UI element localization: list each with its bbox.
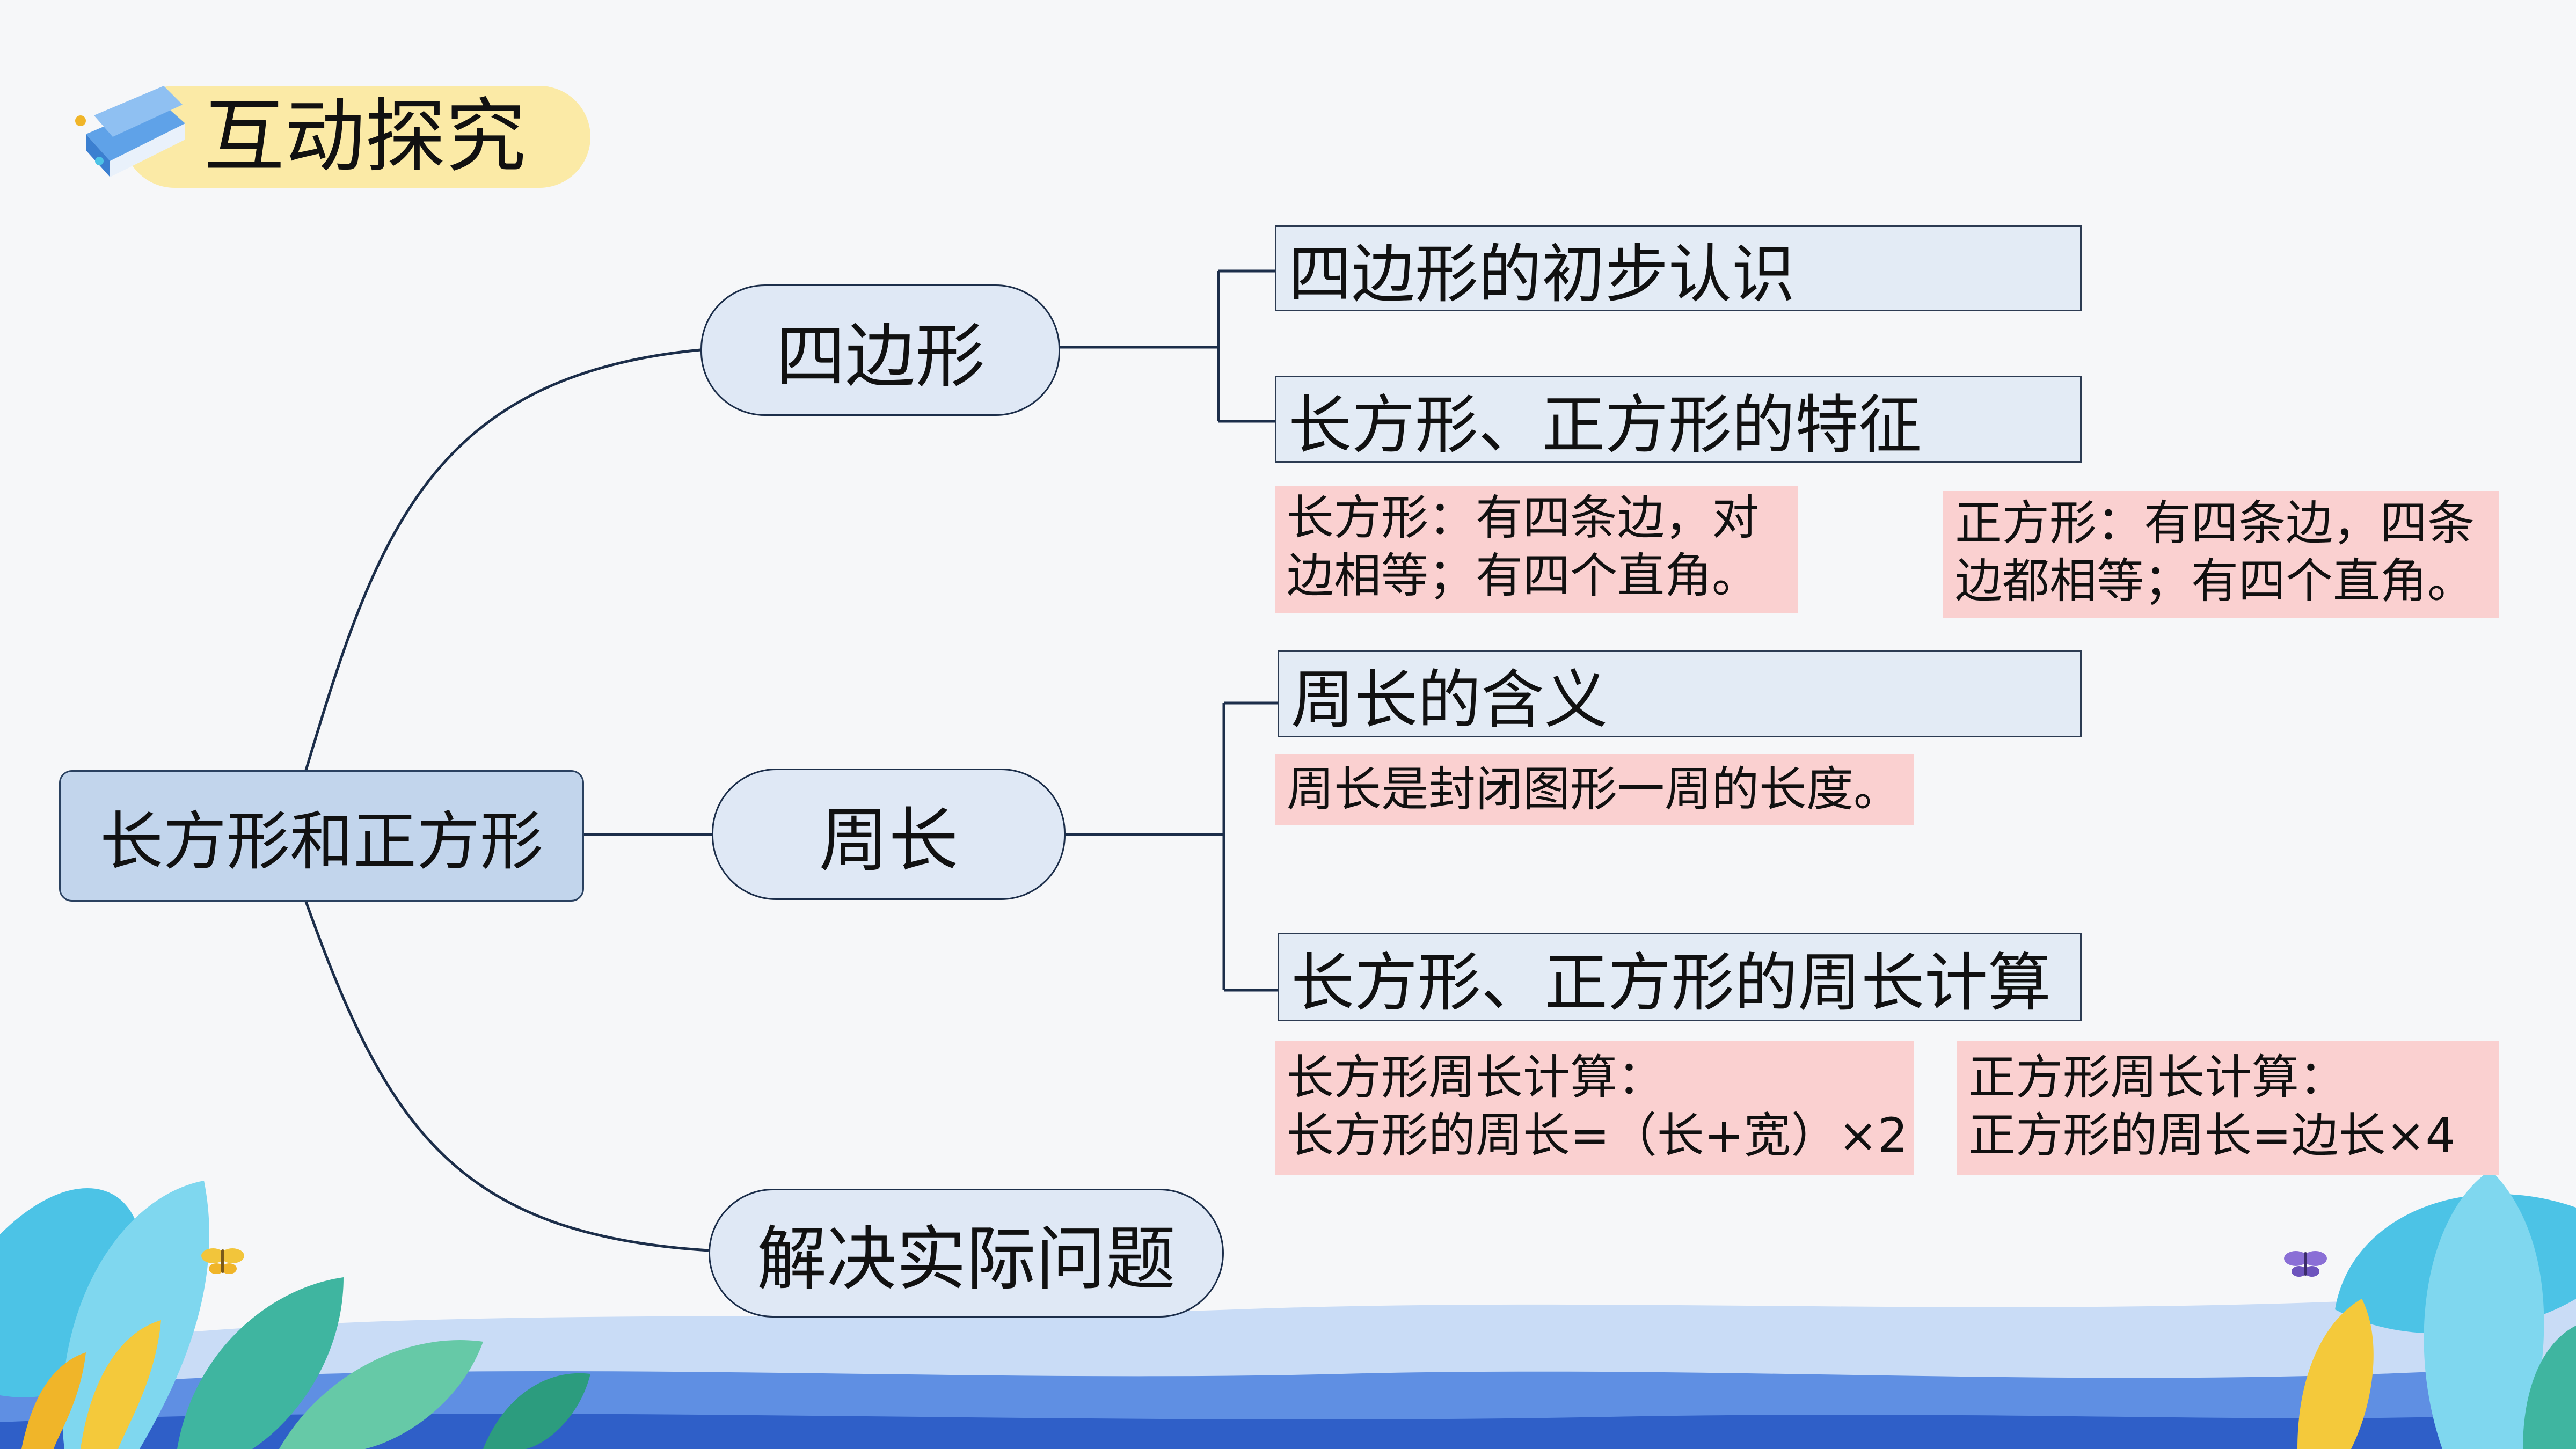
leaf-decoration <box>279 1340 483 1449</box>
title-banner <box>123 86 590 188</box>
note-line: 正方形周长计算： <box>1968 1050 2347 1105</box>
branch-node-perimeter[interactable]: 周长 <box>712 769 1066 900</box>
leaf-decoration <box>177 1277 344 1449</box>
leaf-decoration <box>81 1320 161 1449</box>
branch-node-practical-problems[interactable]: 解决实际问题 <box>709 1189 1224 1318</box>
topic-quadrilateral-intro[interactable]: 四边形的初步认识 <box>1275 225 2082 311</box>
connector-quadrilateral-topics <box>1060 269 1275 423</box>
note-line: 长方形：有四条边，对 <box>1287 490 1760 545</box>
connector-root-problems <box>304 901 709 1252</box>
note-line: 边都相等；有四个直角。 <box>1955 553 2475 609</box>
leaf-decoration <box>62 1181 209 1449</box>
leaf-decoration <box>21 1352 86 1449</box>
note-line: 周长是封闭图形一周的长度。 <box>1287 762 1901 817</box>
note-line: 长方形周长计算： <box>1287 1050 1665 1105</box>
root-node[interactable]: 长方形和正方形 <box>59 770 584 902</box>
page-title: 互动探究 <box>204 90 527 184</box>
topic-perimeter-meaning[interactable]: 周长的含义 <box>1278 650 2082 737</box>
note-square-features: 正方形：有四条边，四条 边都相等；有四个直角。 <box>1943 491 2499 618</box>
connector-perimeter-topics <box>1066 701 1278 992</box>
note-perimeter-definition: 周长是封闭图形一周的长度。 <box>1275 754 1914 825</box>
leaf-decoration <box>2297 1299 2374 1449</box>
note-rectangle-perimeter-formula: 长方形周长计算： 长方形的周长=（长+宽）×2 <box>1275 1041 1914 1175</box>
butterfly-icon <box>201 1248 244 1274</box>
book-icon <box>75 86 185 177</box>
ground-wave-front <box>0 1411 2576 1449</box>
note-line: 正方形：有四条边，四条 <box>1955 495 2475 551</box>
topic-rect-square-features[interactable]: 长方形、正方形的特征 <box>1275 376 2082 463</box>
butterfly-icon <box>2284 1251 2327 1277</box>
note-rectangle-features: 长方形：有四条边，对 边相等；有四个直角。 <box>1275 486 1798 613</box>
leaf-decoration <box>483 1373 590 1449</box>
note-line: 长方形的周长=（长+宽）×2 <box>1287 1108 1908 1163</box>
branch-node-quadrilateral[interactable]: 四边形 <box>700 284 1060 416</box>
leaf-decoration <box>2523 1326 2576 1449</box>
topic-perimeter-calculation[interactable]: 长方形、正方形的周长计算 <box>1278 933 2082 1021</box>
note-square-perimeter-formula: 正方形周长计算： 正方形的周长=边长×4 <box>1957 1041 2499 1175</box>
leaf-decoration <box>2424 1170 2544 1449</box>
connector-root-quadrilateral <box>304 348 701 771</box>
note-line: 正方形的周长=边长×4 <box>1968 1108 2456 1163</box>
note-line: 边相等；有四个直角。 <box>1287 548 1760 603</box>
